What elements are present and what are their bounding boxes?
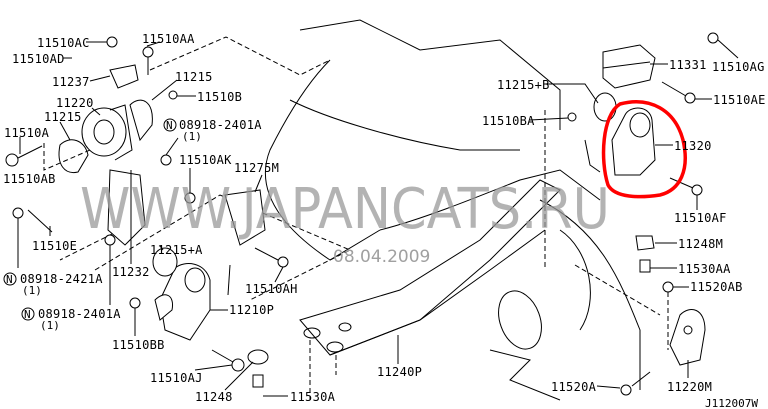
note-n-symbol: N xyxy=(6,273,13,286)
label-11510AJ[interactable]: 11510AJ xyxy=(150,371,203,385)
drawing-code: J112007W xyxy=(705,397,758,409)
label-11510A[interactable]: 11510A xyxy=(4,126,50,140)
label-08918-2401A-bottom[interactable]: 08918-2401A xyxy=(38,307,121,321)
qty-08918-2421A: (1) xyxy=(22,284,42,297)
label-11237[interactable]: 11237 xyxy=(52,75,90,89)
label-11220M[interactable]: 11220M xyxy=(667,380,712,394)
label-11248[interactable]: 11248 xyxy=(195,390,233,404)
label-11510AA[interactable]: 11510AA xyxy=(142,32,195,46)
label-08918-2421A[interactable]: 08918-2421A xyxy=(20,272,103,286)
label-11530AA[interactable]: 11530AA xyxy=(678,262,731,276)
qty-08918-2401A-top: (1) xyxy=(182,130,202,143)
left-mount-11220 xyxy=(5,36,266,246)
label-11215-A[interactable]: 11215+A xyxy=(150,243,203,257)
qty-08918-2401A-bottom: (1) xyxy=(40,319,60,332)
highlight-circle xyxy=(601,100,687,199)
label-11232[interactable]: 11232 xyxy=(112,265,150,279)
right-mount-11320 xyxy=(567,32,719,396)
label-11530A[interactable]: 11530A xyxy=(290,390,336,404)
label-11240P[interactable]: 11240P xyxy=(377,365,422,379)
note-n-symbol: N xyxy=(166,119,173,132)
label-11510AK[interactable]: 11510AK xyxy=(179,153,232,167)
label-11510AH[interactable]: 11510AH xyxy=(245,282,298,296)
label-11510B[interactable]: 11510B xyxy=(197,90,242,104)
leader-lines xyxy=(17,39,739,397)
label-11510AC[interactable]: 11510AC xyxy=(37,36,90,50)
label-11215-left[interactable]: 11215 xyxy=(44,110,82,124)
rear-mount-11210P xyxy=(129,247,289,388)
label-11510E[interactable]: 11510E xyxy=(32,239,77,253)
label-11210P[interactable]: 11210P xyxy=(229,303,274,317)
label-11248M[interactable]: 11248M xyxy=(678,237,723,251)
crossmember-11240P xyxy=(299,179,561,400)
engine-outline xyxy=(59,19,641,401)
label-11510AF[interactable]: 11510AF xyxy=(674,211,727,225)
label-11510BB[interactable]: 11510BB xyxy=(112,338,165,352)
label-11510AG[interactable]: 11510AG xyxy=(712,60,765,74)
label-11320[interactable]: 11320 xyxy=(674,139,712,153)
label-11510AB[interactable]: 11510AB xyxy=(3,172,56,186)
label-11510AE[interactable]: 11510AE xyxy=(713,93,766,107)
label-08918-2401A-top[interactable]: 08918-2401A xyxy=(179,118,262,132)
label-11331[interactable]: 11331 xyxy=(669,58,707,72)
note-n-symbol: N xyxy=(24,308,31,321)
watermark: WWW.JAPANCATS.RU xyxy=(80,177,610,242)
label-11520AB[interactable]: 11520AB xyxy=(690,280,743,294)
label-11215-top[interactable]: 11215 xyxy=(175,70,213,84)
note-n-icon xyxy=(163,118,177,132)
label-11510AD[interactable]: 11510AD xyxy=(12,52,65,66)
label-11520A[interactable]: 11520A xyxy=(551,380,597,394)
part-labels: 11510AC 11510AD 11510AA 11237 11215 1151… xyxy=(3,32,766,409)
note-n-icon xyxy=(21,307,35,321)
label-11215-B[interactable]: 11215+B xyxy=(497,78,550,92)
label-11275M[interactable]: 11275M xyxy=(234,161,279,175)
label-11220[interactable]: 11220 xyxy=(56,96,94,110)
note-n-icon xyxy=(3,272,17,286)
date-stamp: 08.04.2009 xyxy=(333,247,430,267)
label-11510BA[interactable]: 11510BA xyxy=(482,114,535,128)
